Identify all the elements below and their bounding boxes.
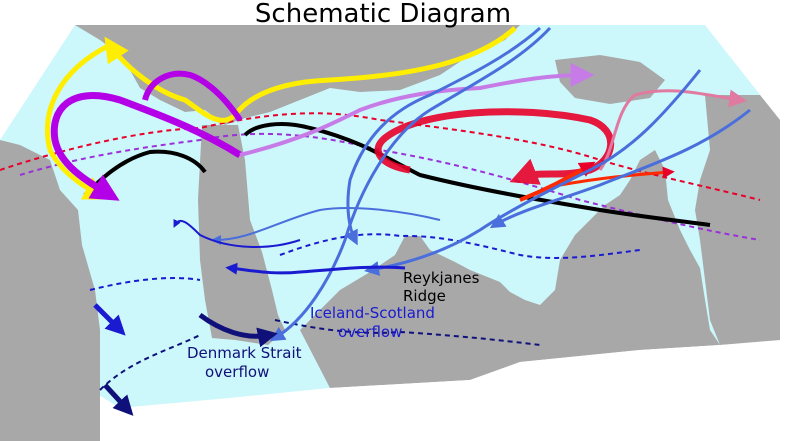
east-greenland-current-yellow	[104, 26, 517, 123]
deep-western-boundary-arrow-2	[103, 383, 134, 416]
bottom-seafloor	[100, 340, 796, 441]
reykjanes-label-line1: Reykjanes	[403, 269, 480, 287]
denmark-strait-label-line1: Denmark Strait	[187, 344, 302, 362]
iceland-scotland-overflow-path	[225, 262, 406, 275]
pink-norwegian-branch	[598, 89, 748, 171]
red-inflow-arrow	[519, 161, 596, 202]
iceland-scotland-label-line2: overflow	[338, 323, 402, 341]
red-north-atlantic-current	[559, 166, 675, 187]
denmark-strait-sill	[198, 125, 285, 345]
blue-recirculation	[211, 207, 441, 245]
reykjanes-label-line2: Ridge	[403, 287, 446, 305]
purple-gyre-loop	[50, 92, 242, 201]
purple-upper-branch	[142, 70, 243, 122]
denmark-strait-overflow-path	[198, 312, 278, 348]
iceland-scotland-label-line1: Iceland-Scotland	[310, 304, 435, 322]
dashed-isopycnal-purple	[19, 132, 761, 241]
polar-front-line-east	[243, 122, 711, 227]
blue-ridge-branch	[489, 108, 751, 229]
deep-western-boundary-arrow-1	[93, 303, 126, 336]
denmark-strait-label-line2: overflow	[205, 363, 269, 381]
left-seafloor	[0, 140, 100, 441]
blue-descending-current-2	[344, 26, 542, 246]
blue-descending-current-1	[269, 26, 552, 342]
diagram-title: Schematic Diagram	[255, 0, 511, 29]
dashed-isopycnal-navy	[99, 319, 541, 391]
blue-east-branch	[364, 69, 702, 276]
right-seafloor	[695, 95, 780, 345]
yellow-current-west-limb	[45, 42, 112, 200]
blue-recirculation-2	[173, 218, 301, 248]
light-purple-irminger	[239, 63, 595, 157]
